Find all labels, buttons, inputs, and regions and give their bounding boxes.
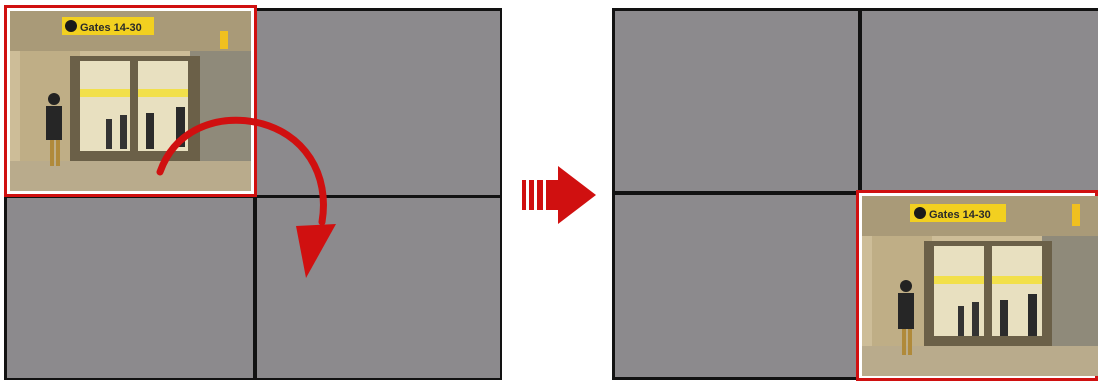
airport-photo-source: Gates 14-30 bbox=[10, 11, 251, 191]
right-arrow-icon bbox=[522, 166, 596, 224]
gates-sign-label: Gates 14-30 bbox=[929, 209, 991, 221]
airport-photo-target: Gates 14-30 bbox=[862, 196, 1098, 376]
airport-logo-icon bbox=[914, 207, 926, 219]
gates-sign-label: Gates 14-30 bbox=[80, 22, 142, 34]
curved-arrow-icon bbox=[156, 116, 336, 278]
wall-tile-bottom-left bbox=[7, 198, 253, 378]
wall-tile-top-right bbox=[862, 11, 1098, 191]
wall-tile-top-right bbox=[257, 11, 500, 195]
airport-logo-icon bbox=[65, 20, 77, 32]
wall-tile-bottom-left bbox=[615, 195, 858, 377]
wall-tile-top-left bbox=[615, 11, 858, 191]
